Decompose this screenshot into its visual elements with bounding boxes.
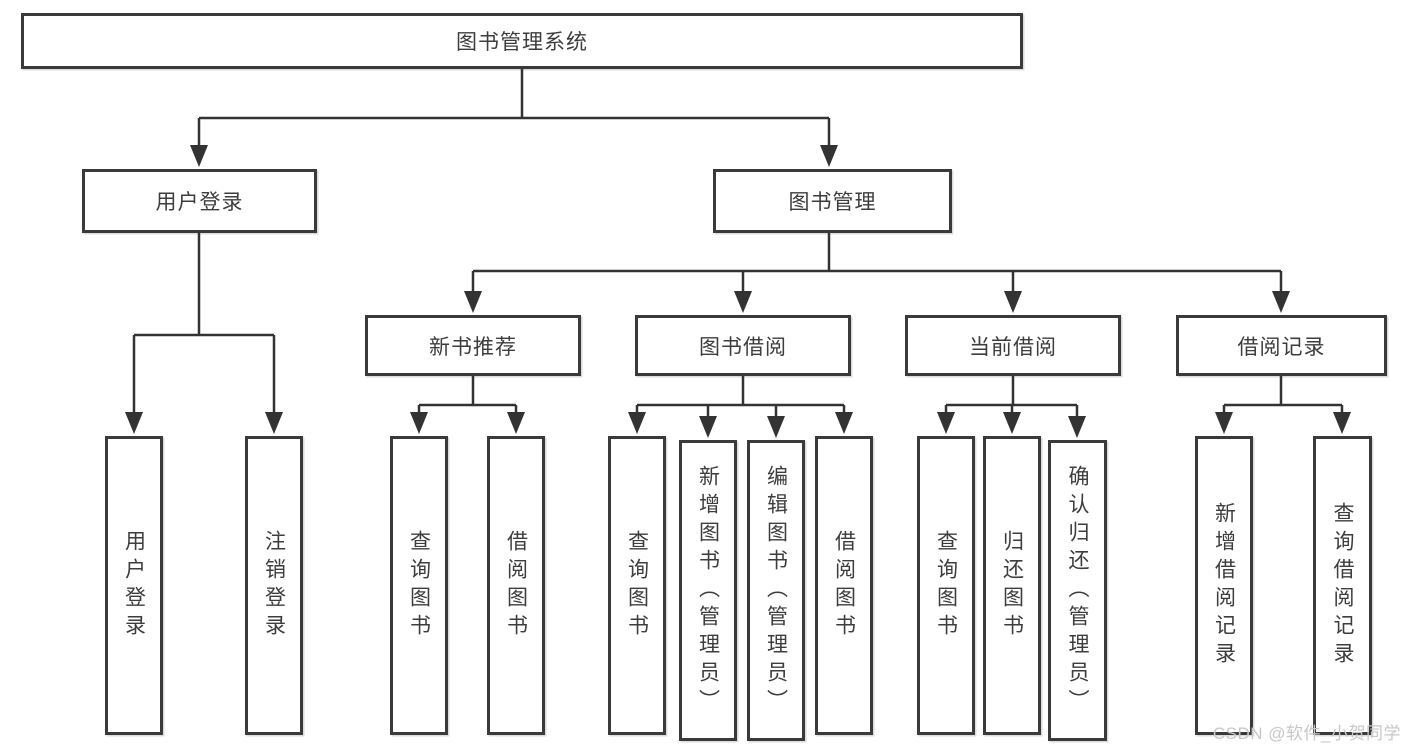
node-label: 图书管理系统	[456, 31, 588, 54]
node-label: 图书借阅	[699, 335, 787, 359]
node-label: 新增图书（管理员）	[696, 464, 720, 717]
node-user-login: 用户登录	[82, 169, 317, 233]
node-label: 借阅图书	[504, 529, 528, 642]
leaf-query-book: 查询图书	[917, 436, 975, 735]
node-label: 图书管理	[788, 191, 877, 214]
leaf-edit-book-admin: 编辑图书（管理员）	[747, 440, 805, 741]
leaf-query-book: 查询图书	[390, 436, 448, 735]
node-label: 编辑图书（管理员）	[764, 464, 788, 717]
leaf-return-book: 归还图书	[983, 436, 1041, 735]
node-label: 确认归还（管理员）	[1066, 464, 1089, 717]
leaf-query-book: 查询图书	[608, 436, 666, 735]
leaf-add-borrow-record: 新增借阅记录	[1195, 436, 1253, 735]
node-label: 查询图书	[407, 529, 431, 642]
leaf-query-borrow-record: 查询借阅记录	[1313, 436, 1372, 735]
node-new-book-recommend: 新书推荐	[365, 315, 581, 376]
leaf-add-book-admin: 新增图书（管理员）	[679, 440, 737, 741]
node-borrow-records: 借阅记录	[1176, 315, 1387, 376]
node-label: 用户登录	[155, 191, 244, 214]
node-book-management: 图书管理	[713, 169, 952, 233]
node-label: 查询图书	[625, 529, 649, 642]
node-label: 查询图书	[934, 529, 958, 642]
node-current-borrow: 当前借阅	[905, 315, 1121, 376]
node-label: 注销登录	[262, 529, 286, 642]
node-label: 当前借阅	[969, 335, 1057, 359]
leaf-borrow-book: 借阅图书	[815, 436, 873, 735]
node-label: 查询借阅记录	[1331, 501, 1354, 670]
node-root-system: 图书管理系统	[21, 13, 1023, 69]
node-label: 借阅图书	[832, 529, 856, 642]
node-book-borrow: 图书借阅	[635, 315, 851, 376]
leaf-borrow-book: 借阅图书	[487, 436, 545, 735]
leaf-user-login: 用户登录	[105, 436, 163, 735]
node-label: 新增借阅记录	[1212, 501, 1236, 670]
leaf-logout: 注销登录	[245, 436, 303, 735]
csdn-watermark: CSDN @软件_小贺同学	[1212, 724, 1401, 743]
node-label: 归还图书	[1000, 529, 1024, 642]
node-label: 新书推荐	[429, 335, 517, 359]
node-label: 用户登录	[122, 529, 146, 642]
leaf-confirm-return-admin: 确认归还（管理员）	[1048, 440, 1107, 741]
node-label: 借阅记录	[1237, 335, 1326, 359]
